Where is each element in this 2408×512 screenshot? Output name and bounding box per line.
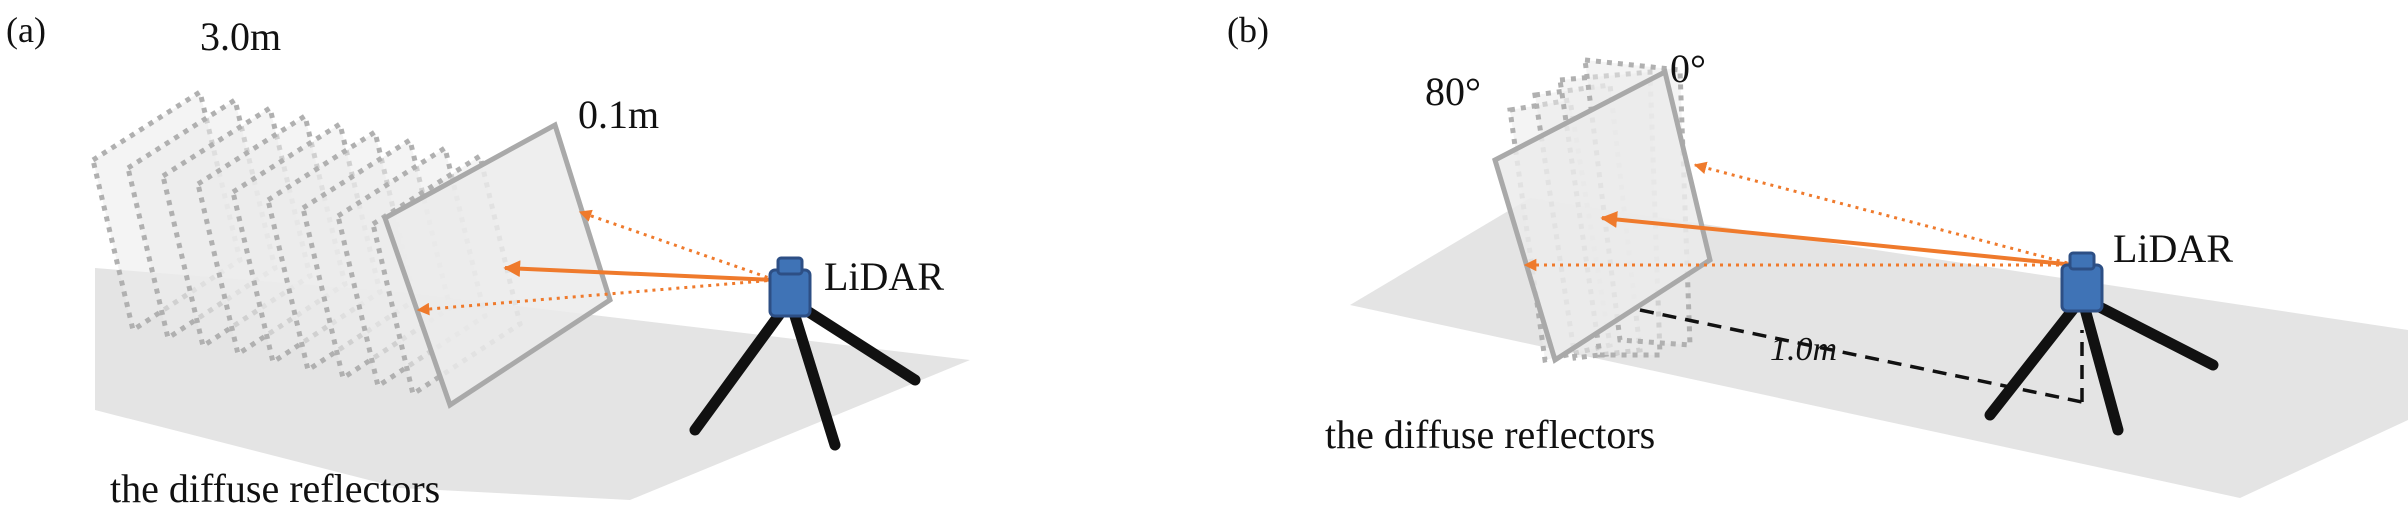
panel-b-tag: (b) — [1227, 10, 1269, 50]
panel-a: (a) — [6, 10, 970, 511]
lidar-sensor-icon — [2060, 251, 2104, 313]
panel-b-lidar-label: LiDAR — [2113, 226, 2233, 271]
panel-a-lidar — [689, 256, 921, 451]
panel-a-caption: the diffuse reflectors — [110, 466, 440, 511]
panel-b: (b) 1.0m — [1227, 10, 2408, 498]
near-distance-label: 0.1m — [578, 92, 659, 137]
far-distance-label: 3.0m — [200, 14, 281, 59]
panel-a-laser-rays — [416, 209, 776, 316]
panel-a-lidar-label: LiDAR — [824, 254, 944, 299]
distance-label: 1.0m — [1770, 331, 1837, 368]
max-angle-label: 80° — [1425, 69, 1481, 114]
laser-ray — [1693, 161, 2076, 267]
reflector-position-0-1m — [381, 121, 613, 409]
panel-b-laser-rays — [1523, 161, 2076, 272]
panel-a-tag: (a) — [6, 10, 46, 50]
tripod — [1984, 292, 2219, 436]
laser-ray — [416, 278, 776, 316]
laser-ray — [578, 209, 776, 282]
laser-ray — [1600, 211, 2076, 267]
min-angle-label: 0° — [1670, 46, 1706, 91]
lidar-sensor-icon — [768, 256, 812, 318]
laser-ray — [503, 260, 776, 282]
panel-b-caption: the diffuse reflectors — [1325, 412, 1655, 457]
panel-b-lidar — [1984, 251, 2219, 436]
